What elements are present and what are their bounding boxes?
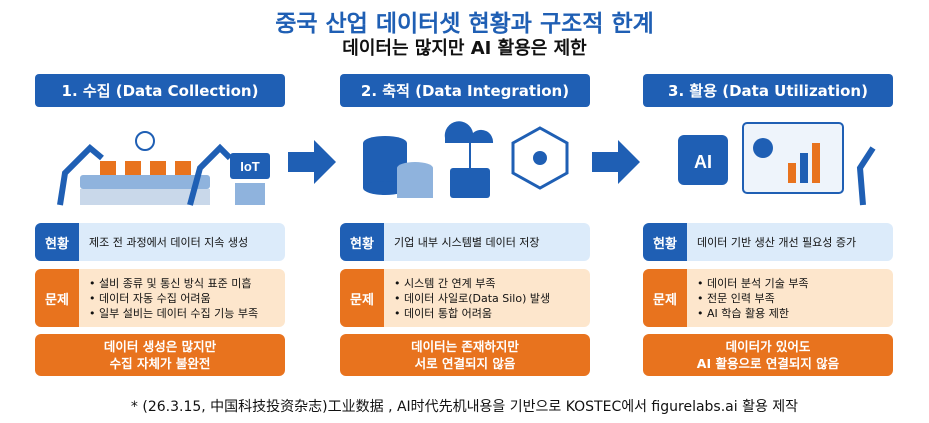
problem-item: • 데이터 통합 어려움	[394, 306, 492, 320]
conclusion-line: AI 활용으로 연결되지 않음	[696, 356, 840, 371]
problem-label: 문제	[340, 269, 384, 327]
iot-label: IoT	[240, 159, 260, 174]
problem-box: 문제 • 데이터 분석 기술 부족 • 전문 인력 부족 • AI 학습 활용 …	[643, 269, 893, 327]
problem-label: 문제	[35, 269, 79, 327]
factory-robot-illustration: IoT	[35, 107, 285, 219]
conclusion-box: 데이터 생성은 많지만 수집 자체가 불완전	[35, 334, 285, 376]
conclusion-line: 데이터가 있어도	[725, 339, 811, 354]
database-network-illustration	[340, 107, 590, 219]
conclusion-line: 서로 연결되지 않음	[414, 356, 516, 371]
status-label: 현황	[643, 223, 687, 261]
status-label: 현황	[340, 223, 384, 261]
status-text: 데이터 기반 생산 개선 필요성 증가	[697, 235, 857, 249]
ai-chip-label: AI	[694, 152, 712, 172]
column-header: 1. 수집 (Data Collection)	[35, 74, 285, 107]
problem-label: 문제	[643, 269, 687, 327]
column-header: 2. 축적 (Data Integration)	[340, 74, 590, 107]
arrow-right-icon	[288, 140, 336, 184]
status-label: 현황	[35, 223, 79, 261]
status-box: 현황 제조 전 과정에서 데이터 지속 생성	[35, 223, 285, 261]
problem-item: • 데이터 사일로(Data Silo) 발생	[394, 291, 551, 305]
column-integration: 2. 축적 (Data Integration) 현황 기업 내부 시스템별 데…	[340, 74, 590, 376]
page-title: 중국 산업 데이터셋 현황과 구조적 한계	[275, 11, 654, 37]
conclusion-line: 데이터는 존재하지만	[411, 339, 519, 354]
problem-box: 문제 • 시스템 간 연계 부족 • 데이터 사일로(Data Silo) 발생…	[340, 269, 590, 327]
problem-item: • 시스템 간 연계 부족	[394, 276, 496, 290]
column-utilization: 3. 활용 (Data Utilization) AI 현황 데이터 기반 생산…	[643, 74, 893, 376]
status-box: 현황 데이터 기반 생산 개선 필요성 증가	[643, 223, 893, 261]
conclusion-box: 데이터가 있어도 AI 활용으로 연결되지 않음	[643, 334, 893, 376]
problem-item: • 데이터 분석 기술 부족	[697, 276, 809, 290]
conclusion-line: 수집 자체가 불완전	[109, 356, 211, 371]
problem-item: • 데이터 자동 수집 어려움	[89, 291, 211, 305]
problem-box: 문제 • 설비 종류 및 통신 방식 표준 미흡 • 데이터 자동 수집 어려움…	[35, 269, 285, 327]
problem-item: • AI 학습 활용 제한	[697, 306, 789, 320]
source-footnote: * (26.3.15, 中国科技投资杂志)工业数据 , AI时代先机내용을 기반…	[130, 399, 799, 415]
page-subtitle: 데이터는 많지만 AI 활용은 제한	[342, 38, 587, 59]
conclusion-line: 데이터 생성은 많지만	[103, 339, 217, 354]
status-box: 현황 기업 내부 시스템별 데이터 저장	[340, 223, 590, 261]
column-header: 3. 활용 (Data Utilization)	[643, 74, 893, 107]
status-text: 기업 내부 시스템별 데이터 저장	[394, 235, 540, 249]
ai-dashboard-illustration: AI	[643, 107, 893, 219]
problem-item: • 설비 종류 및 통신 방식 표준 미흡	[89, 276, 252, 290]
problem-item: • 전문 인력 부족	[697, 291, 775, 305]
arrow-right-icon	[592, 140, 640, 184]
status-text: 제조 전 과정에서 데이터 지속 생성	[89, 235, 249, 249]
conclusion-box: 데이터는 존재하지만 서로 연결되지 않음	[340, 334, 590, 376]
problem-item: • 일부 설비는 데이터 수집 기능 부족	[89, 306, 259, 320]
column-collection: 1. 수집 (Data Collection) IoT 현황 제조 전 과정에서…	[35, 74, 285, 376]
